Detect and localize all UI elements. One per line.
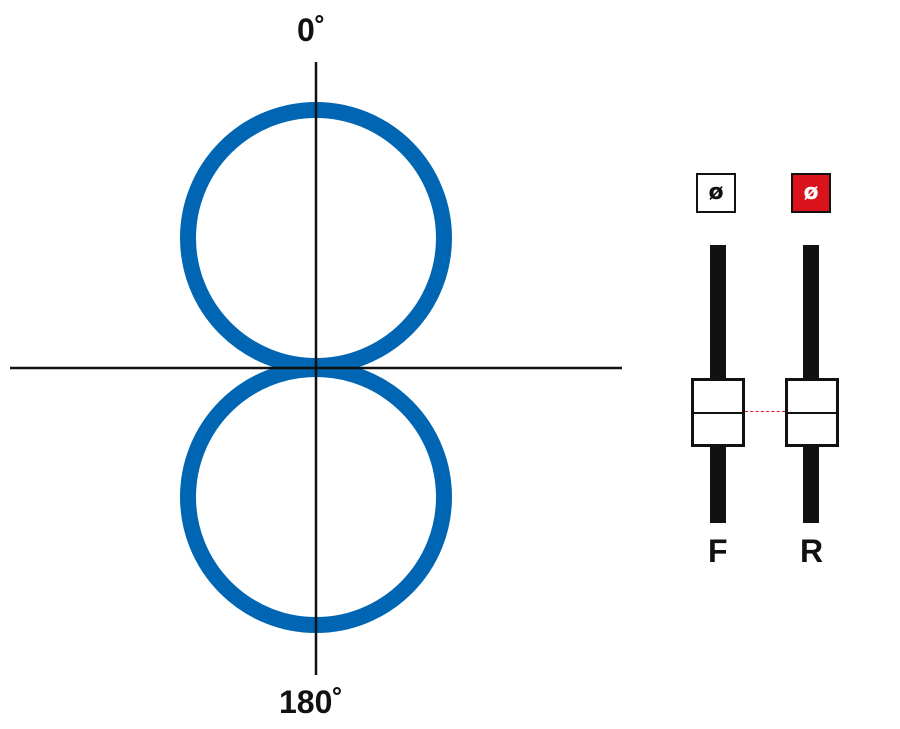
fader-knob-rear[interactable] bbox=[785, 378, 839, 447]
fader-label-rear: R bbox=[800, 533, 824, 569]
angle-label-0: 0˚ bbox=[297, 12, 326, 48]
phase-toggle-rear[interactable]: ø bbox=[791, 173, 831, 213]
angle-label-180: 180˚ bbox=[279, 684, 344, 720]
fader-link-line bbox=[745, 411, 785, 412]
knob-center-line bbox=[788, 412, 836, 414]
phase-toggle-front[interactable]: ø bbox=[696, 173, 736, 213]
fader-knob-front[interactable] bbox=[691, 378, 745, 447]
knob-center-line bbox=[694, 412, 742, 414]
fader-label-front: F bbox=[708, 533, 728, 569]
